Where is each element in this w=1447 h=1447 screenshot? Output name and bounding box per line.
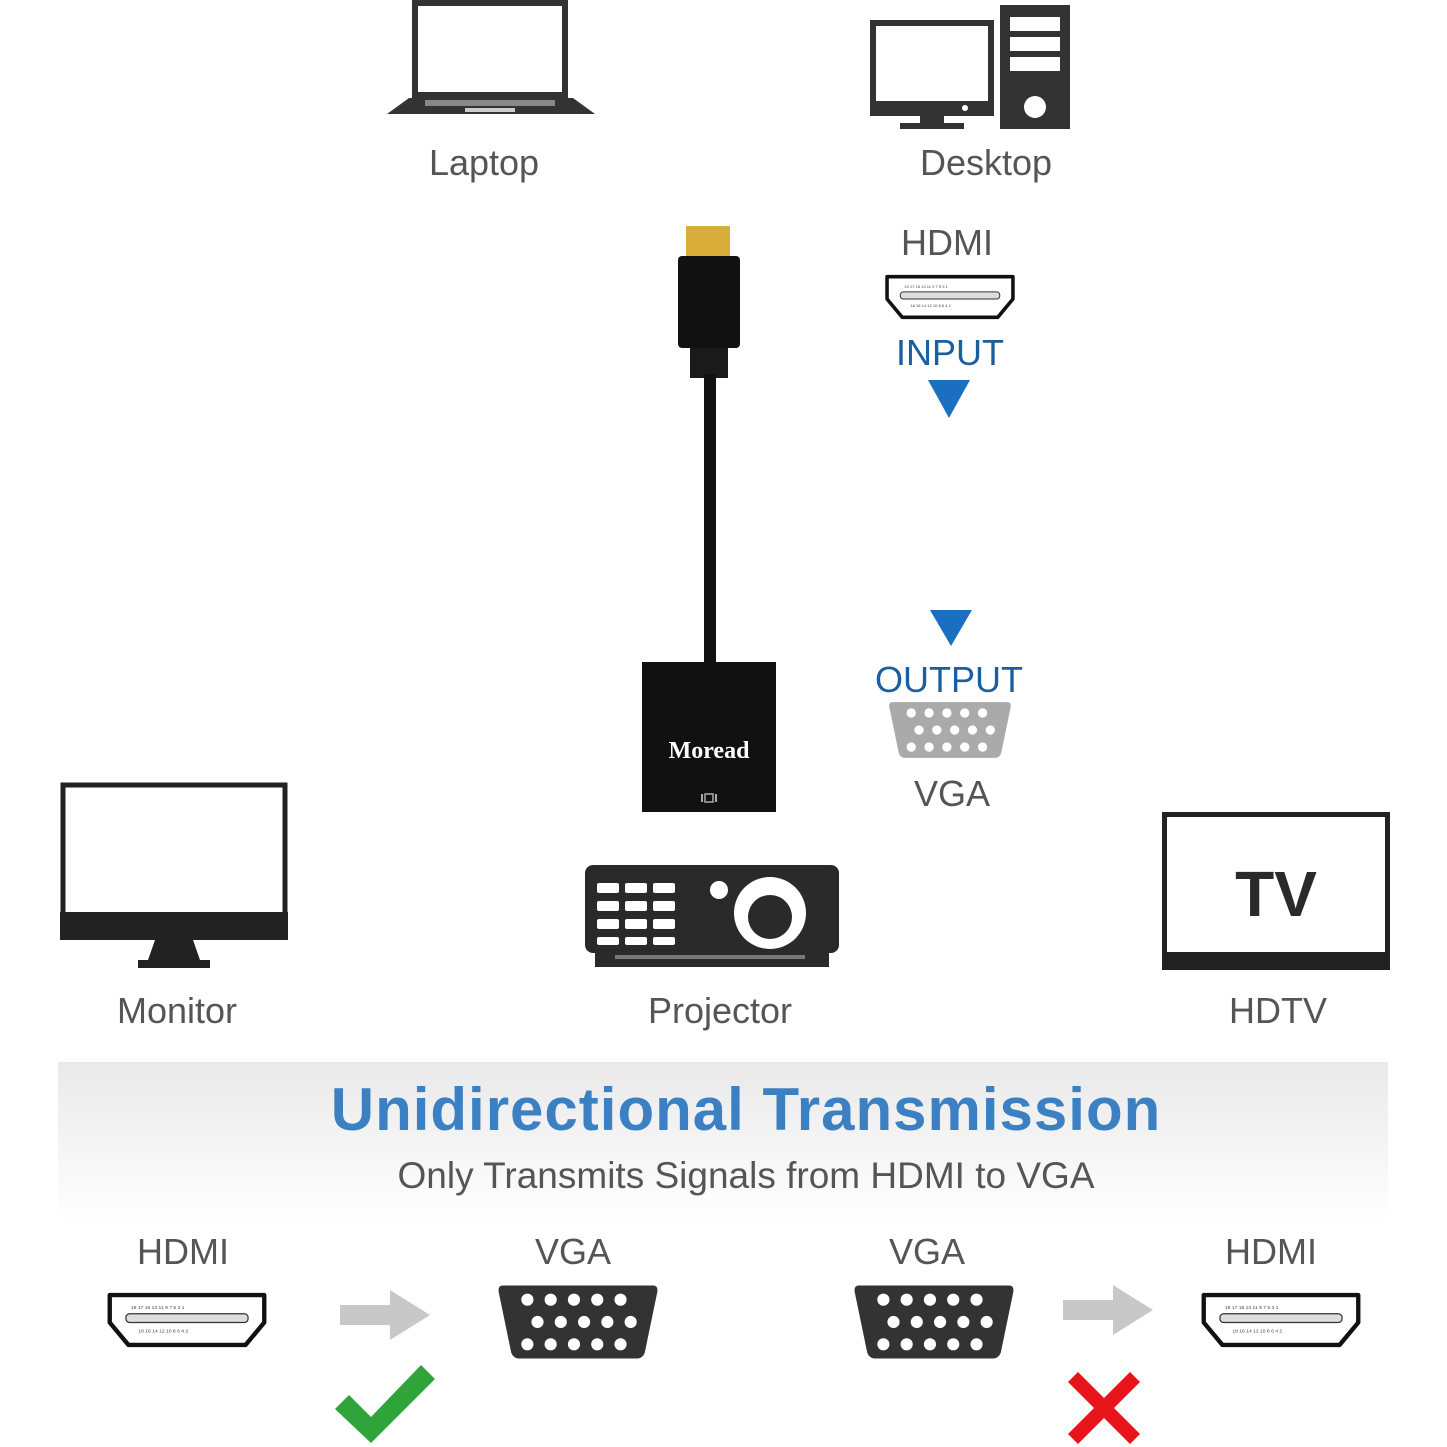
vga-pin bbox=[960, 708, 970, 718]
check-icon bbox=[335, 1365, 435, 1443]
vga-pin bbox=[923, 1293, 937, 1306]
vga-pin bbox=[923, 1338, 937, 1351]
banner-background bbox=[58, 1062, 1388, 1222]
display-port-icon bbox=[701, 793, 717, 803]
output-port-label: VGA bbox=[913, 773, 991, 814]
right-arrow-icon bbox=[340, 1290, 430, 1340]
vga-pin bbox=[531, 1315, 544, 1329]
vga-pin bbox=[960, 742, 970, 752]
vga-pin bbox=[910, 1315, 923, 1329]
direction-from-label: HDMI bbox=[137, 1231, 229, 1272]
direction-to-label: VGA bbox=[534, 1231, 612, 1272]
laptop-icon bbox=[387, 0, 595, 114]
vga-port-icon bbox=[497, 1283, 659, 1361]
vga-pin bbox=[970, 1338, 983, 1351]
vga-pin bbox=[624, 1315, 637, 1329]
vga-pin bbox=[578, 1315, 591, 1329]
brand-logo: Moread bbox=[668, 738, 750, 764]
vga-pin bbox=[544, 1338, 557, 1351]
input-label: INPUT bbox=[896, 332, 1004, 373]
vga-pin bbox=[924, 708, 934, 718]
tv-screen-text: TV bbox=[1235, 858, 1317, 930]
vga-pin bbox=[521, 1338, 534, 1351]
vga-pin bbox=[521, 1293, 534, 1306]
monitor-label: Monitor bbox=[116, 990, 238, 1031]
vga-pin bbox=[950, 725, 960, 735]
vga-pin bbox=[934, 1315, 947, 1329]
vga-pin bbox=[924, 742, 934, 752]
hdmi-to-vga-adapter-image bbox=[642, 226, 776, 812]
vga-port-icon bbox=[888, 700, 1012, 760]
vga-pin bbox=[957, 1315, 970, 1329]
vga-pin bbox=[900, 1338, 913, 1351]
down-arrow-icon bbox=[928, 380, 970, 418]
vga-pin bbox=[947, 1293, 960, 1306]
banner-subtitle: Only Transmits Signals from HDMI to VGA bbox=[397, 1155, 1095, 1196]
vga-pin bbox=[877, 1338, 890, 1351]
desktop-label: Desktop bbox=[919, 142, 1053, 183]
cross-icon bbox=[1068, 1372, 1140, 1444]
vga-pin bbox=[877, 1293, 890, 1306]
vga-pin bbox=[906, 742, 916, 752]
vga-pin bbox=[887, 1315, 900, 1329]
projector-label: Projector bbox=[647, 990, 793, 1031]
vga-pin bbox=[567, 1338, 581, 1351]
banner-title: Unidirectional Transmission bbox=[330, 1076, 1162, 1143]
vga-pin bbox=[932, 725, 942, 735]
vga-pin bbox=[554, 1315, 567, 1329]
input-port-label: HDMI bbox=[901, 222, 993, 263]
vga-pin bbox=[614, 1293, 627, 1306]
vga-pin bbox=[567, 1293, 581, 1306]
vga-pin bbox=[942, 708, 952, 718]
down-arrow-icon bbox=[930, 610, 972, 646]
desktop-icon bbox=[870, 5, 1070, 129]
vga-pin bbox=[977, 742, 988, 752]
vga-pin bbox=[942, 742, 952, 752]
vga-pin bbox=[970, 1293, 983, 1306]
direction-from-label: VGA bbox=[888, 1231, 966, 1272]
direction-to-label: HDMI bbox=[1225, 1231, 1317, 1272]
vga-pin bbox=[980, 1315, 993, 1329]
hdmi-port-icon bbox=[885, 274, 1015, 320]
hdmi-port-icon bbox=[106, 1290, 268, 1350]
vga-pin bbox=[906, 708, 916, 718]
vga-pin bbox=[967, 725, 978, 735]
right-arrow-icon bbox=[1063, 1285, 1153, 1335]
vga-pin bbox=[914, 725, 924, 735]
vga-port-icon bbox=[853, 1283, 1015, 1361]
vga-pin bbox=[591, 1293, 604, 1306]
vga-pin bbox=[947, 1338, 960, 1351]
vga-pin bbox=[591, 1338, 604, 1351]
hdmi-port-icon bbox=[1200, 1290, 1362, 1350]
laptop-label: Laptop bbox=[428, 142, 540, 183]
vga-pin bbox=[977, 708, 988, 718]
projector-icon bbox=[585, 865, 839, 967]
vga-pin bbox=[985, 725, 995, 735]
vga-pin bbox=[900, 1293, 913, 1306]
vga-pin bbox=[614, 1338, 627, 1351]
vga-pin bbox=[544, 1293, 557, 1306]
tv-icon bbox=[1162, 812, 1390, 970]
vga-pin bbox=[601, 1315, 614, 1329]
output-label: OUTPUT bbox=[875, 659, 1023, 700]
hdtv-label: HDTV bbox=[1229, 990, 1327, 1031]
monitor-icon bbox=[60, 782, 288, 968]
